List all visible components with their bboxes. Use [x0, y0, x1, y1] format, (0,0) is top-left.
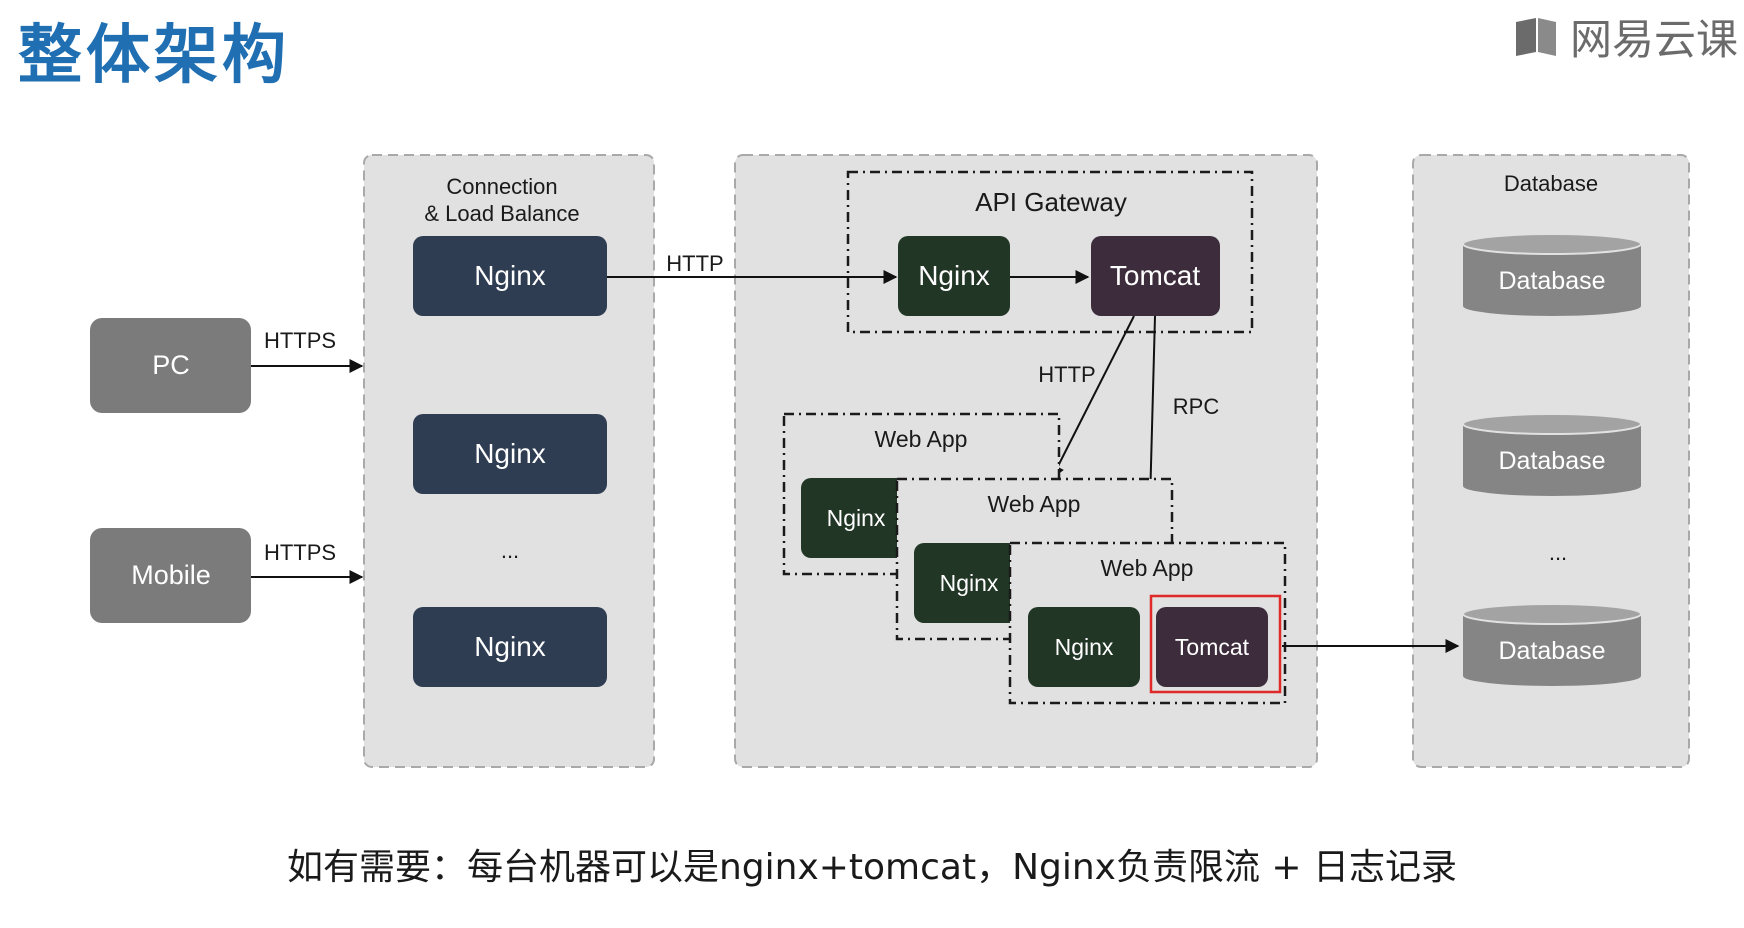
webapp-nginx-label: Nginx [827, 505, 886, 531]
database-panel-title: Database [1504, 171, 1598, 196]
lb-gateway-edge-label: HTTP [666, 251, 723, 276]
slide-caption: 如有需要：每台机器可以是nginx+tomcat，Nginx负责限流 + 日志记… [286, 847, 1458, 888]
webapp-nginx-label: Nginx [940, 570, 999, 596]
load-balance-title-line2: & Load Balance [424, 201, 579, 226]
pc-edge-label: HTTPS [264, 328, 336, 353]
database-node [1462, 603, 1642, 686]
brand-logo: 网易云课 [1512, 6, 1738, 67]
gateway-tomcat-node [1091, 236, 1220, 316]
lb-nginx-node [413, 236, 607, 316]
gateway-nginx-label: Nginx [918, 260, 990, 291]
database-node [1462, 413, 1642, 496]
webapp-nginx-label: Nginx [1055, 634, 1114, 660]
mobile-node [90, 528, 251, 623]
load-balance-title-line1: Connection [446, 174, 557, 199]
gateway-nginx-node [898, 236, 1010, 316]
api-gateway-title: API Gateway [975, 187, 1127, 217]
lb-nginx-label: Nginx [474, 438, 546, 469]
lb-nginx-label: Nginx [474, 631, 546, 662]
webapp-tomcat-node [1156, 607, 1268, 687]
database-ellipsis: ... [1549, 540, 1567, 565]
mobile-edge-label: HTTPS [264, 540, 336, 565]
database-label: Database [1498, 637, 1605, 665]
database-label: Database [1498, 267, 1605, 295]
webapp-nginx-node [1028, 607, 1140, 687]
database-label: Database [1498, 447, 1605, 475]
webapp-nginx-node [801, 478, 911, 558]
lb-ellipsis: ... [501, 538, 519, 563]
brand-name: 网易云课 [1570, 15, 1739, 64]
book-icon [1516, 17, 1556, 56]
gateway-tomcat-label: Tomcat [1110, 260, 1200, 291]
mobile-label: Mobile [131, 560, 211, 590]
pc-node [90, 318, 251, 413]
lb-nginx-node [413, 607, 607, 687]
lb-nginx-label: Nginx [474, 260, 546, 291]
gateway-to-webapp-http-edge [1051, 315, 1135, 480]
webapp-nginx-node [914, 543, 1024, 623]
slide-title: 整体架构 [18, 19, 290, 93]
api-gateway-group [846, 170, 1254, 334]
webapp-rpc-edge-label: RPC [1173, 394, 1220, 419]
webapp-title: Web App [988, 491, 1081, 517]
webapp-http-edge-label: HTTP [1038, 362, 1095, 387]
webapp-tomcat-label: Tomcat [1175, 634, 1250, 660]
lb-nginx-node [413, 414, 607, 494]
webapp-title: Web App [875, 426, 968, 452]
database-node [1462, 233, 1642, 316]
pc-label: PC [152, 350, 190, 380]
tomcat-highlight-box [1149, 594, 1282, 694]
architecture-diagram: Connection & Load Balance Database API G… [90, 154, 1690, 768]
webapp-title: Web App [1101, 555, 1194, 581]
